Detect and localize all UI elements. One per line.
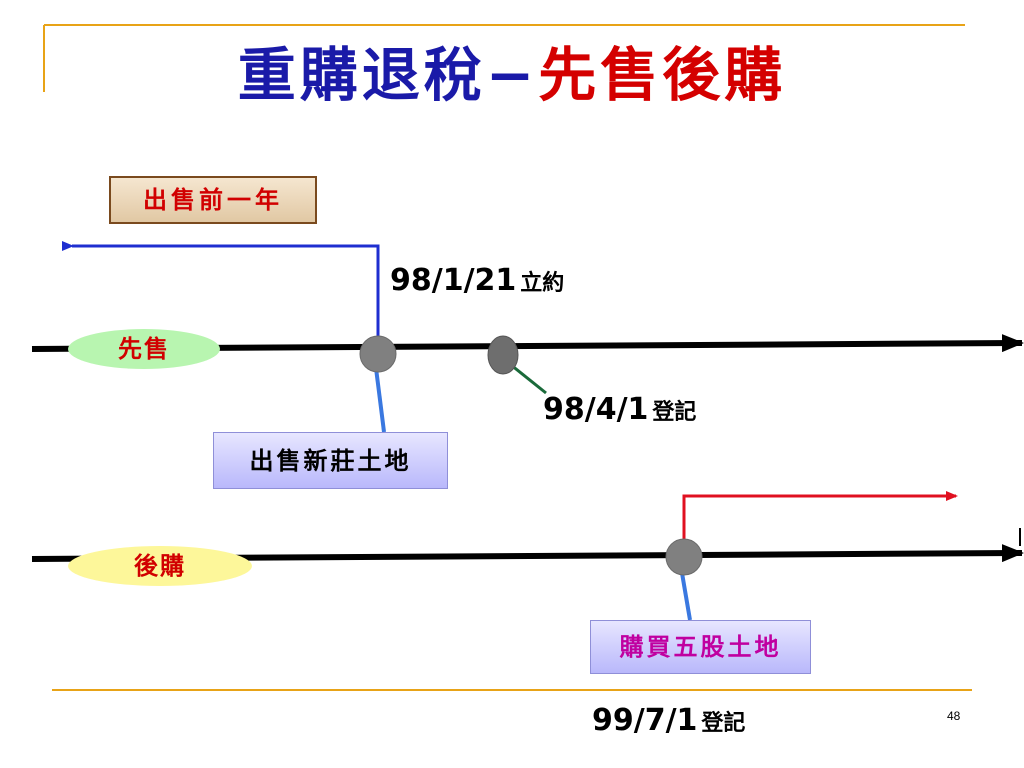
sell-register-date: 98/4/1 — [543, 392, 649, 427]
purchase-forward-arrow — [682, 491, 958, 541]
buy-land-box: 購買五股土地 — [590, 620, 811, 674]
contract-suffix: 立約 — [520, 270, 565, 296]
purchase-marker — [665, 538, 703, 576]
year-before-label: 出售前一年 — [109, 176, 317, 224]
page-title: 重購退稅−先售後購 — [0, 41, 1024, 109]
sell-land-connector — [374, 367, 386, 433]
title-main: 重購退稅− — [237, 41, 539, 109]
year-before-arrow — [62, 241, 380, 337]
title-highlight: 先售後購 — [538, 41, 787, 109]
sell-land-box: 出售新莊土地 — [213, 432, 448, 489]
sale-register-marker — [487, 335, 519, 375]
buy-register-suffix: 登記 — [701, 710, 746, 736]
page-number: 48 — [947, 709, 961, 723]
contract-date: 98/1/21 — [390, 263, 517, 298]
sell-phase-label: 先售 — [68, 329, 220, 369]
sale-contract-marker — [359, 335, 397, 373]
sell-register-suffix: 登記 — [652, 399, 697, 425]
buy-land-connector — [680, 572, 692, 621]
buy-phase-label: 後購 — [68, 546, 252, 586]
buy-register-date: 99/7/1 — [592, 703, 698, 738]
